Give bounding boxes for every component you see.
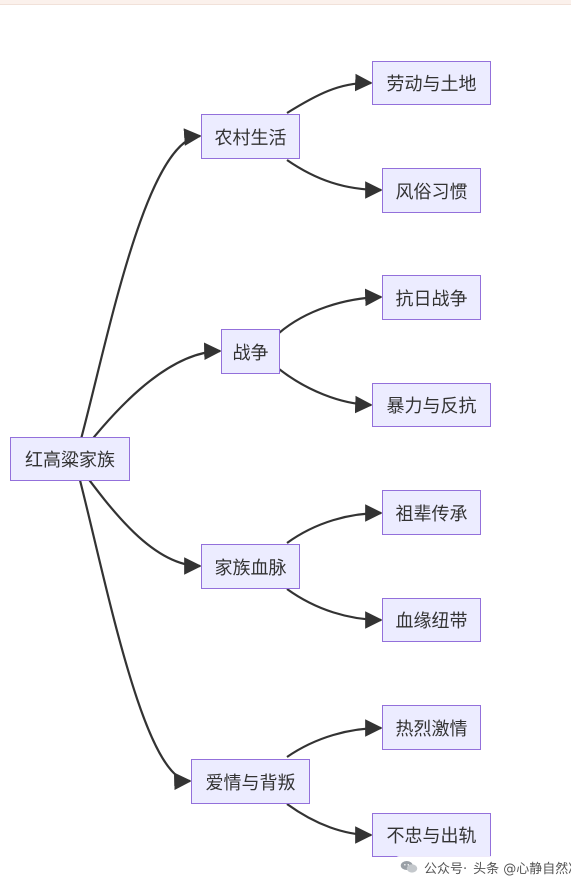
edge-root-branch1 [73,128,202,462]
leaf-node-1-1[interactable]: 劳动与土地 [372,61,491,105]
root-node[interactable]: 红高粱家族 [10,437,130,481]
top-strip [0,0,571,5]
edge-b3-c2 [286,588,383,629]
edge-b1-c2 [286,159,383,199]
edge-root-branch4 [73,460,192,791]
leaf-node-1-2[interactable]: 风俗习惯 [382,168,481,213]
wechat-icon [400,861,418,873]
edge-b1-c1 [286,73,373,114]
edge-b4-c1 [286,719,383,758]
edge-b3-c1 [286,504,383,544]
edge-b4-c2 [286,803,373,844]
leaf-node-4-2[interactable]: 不忠与出轨 [372,813,491,857]
leaf-node-3-1[interactable]: 祖辈传承 [382,490,481,535]
branch-node-3[interactable]: 家族血脉 [201,544,300,589]
leaf-node-2-2[interactable]: 暴力与反抗 [372,383,491,427]
watermark: 公众号· 头条 @心静自然凉 [396,856,571,878]
branch-node-2[interactable]: 战争 [221,329,280,374]
branch-node-1[interactable]: 农村生活 [201,114,300,159]
leaf-node-3-2[interactable]: 血缘纽带 [382,598,481,642]
watermark-prefix: 公众号· [424,861,468,877]
leaf-node-2-1[interactable]: 抗日战争 [382,275,481,320]
leaf-node-4-1[interactable]: 热烈激情 [382,705,481,750]
edge-b2-c2 [278,368,373,414]
edge-b2-c1 [278,288,383,334]
watermark-text: 头条 @心静自然凉 [473,861,571,877]
branch-node-4[interactable]: 爱情与背叛 [191,759,310,804]
